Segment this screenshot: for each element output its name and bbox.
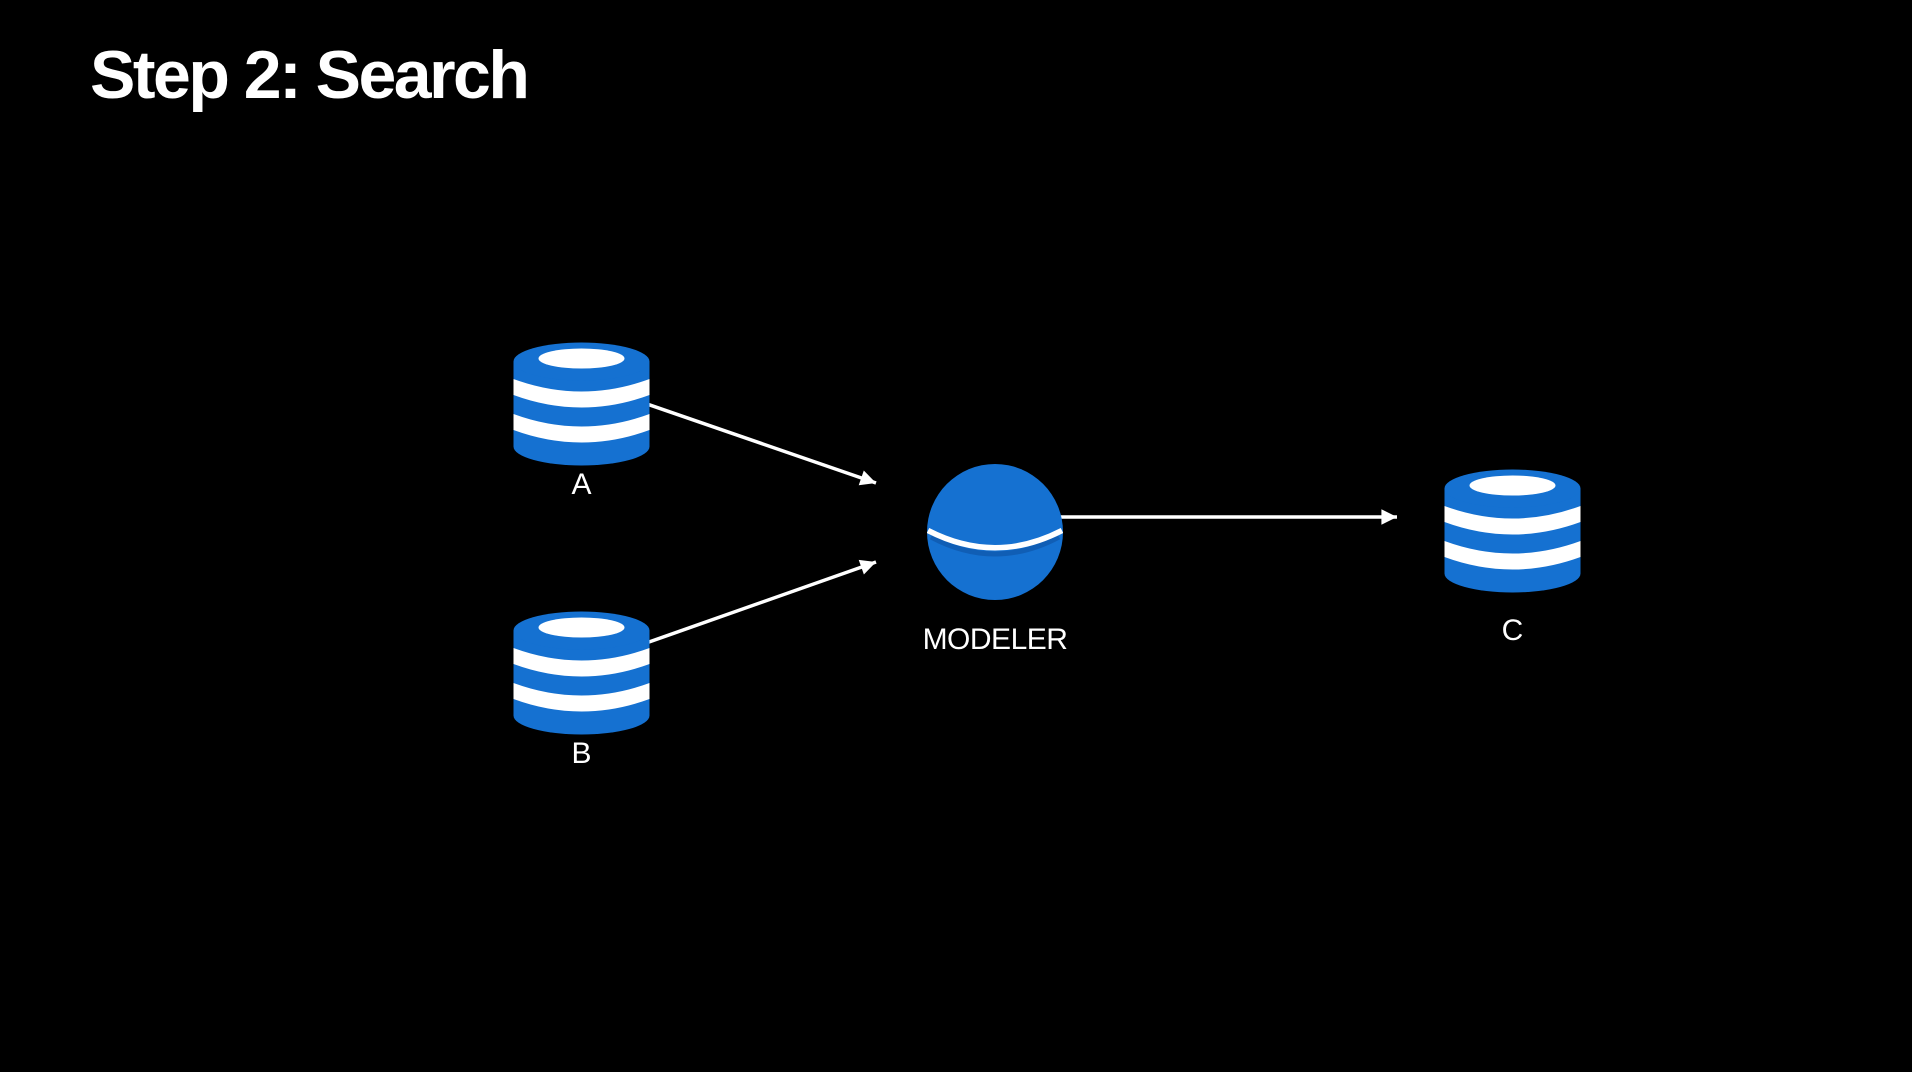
database-cylinder-icon (513, 611, 650, 735)
edge-a-to-modeler-arrow (614, 391, 877, 486)
node-modeler: MODELER (923, 464, 1068, 656)
node-label-modeler: MODELER (922, 623, 1068, 656)
node-database-b: B (513, 611, 650, 770)
node-label-c: C (1501, 614, 1524, 647)
edge-b-to-modeler-arrow (614, 559, 877, 656)
node-database-a: A (513, 342, 650, 501)
slide-title: Step 2: Search (90, 37, 530, 113)
node-database-c: C (1444, 469, 1581, 647)
node-label-a: A (571, 468, 592, 501)
database-cylinder-icon (513, 342, 650, 466)
database-cylinder-icon (1444, 469, 1581, 593)
node-label-b: B (571, 737, 592, 770)
sphere-icon (927, 464, 1063, 600)
